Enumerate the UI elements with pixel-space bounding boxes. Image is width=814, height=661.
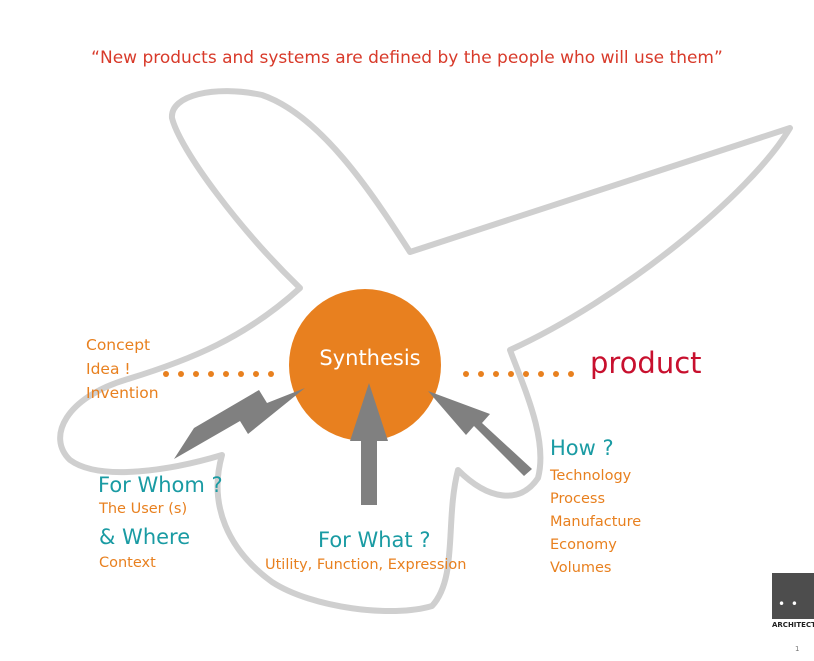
synthesis-label: Synthesis	[319, 346, 421, 370]
right-dotted-line	[463, 371, 574, 377]
input-invention: Invention	[86, 384, 159, 402]
how-item: Process	[550, 491, 606, 507]
left-inputs-list: Concept Idea ! Invention	[86, 333, 159, 405]
for-what-subtitle: Utility, Function, Expression	[265, 557, 467, 573]
for-what-title: For What ?	[318, 528, 431, 552]
input-concept: Concept	[86, 336, 151, 354]
how-item: Technology	[550, 468, 632, 484]
where-subtitle: Context	[99, 555, 156, 571]
page-number: 1	[795, 645, 800, 653]
star-outline	[57, 88, 793, 615]
how-list: Technology Process Manufacture Economy V…	[550, 465, 641, 580]
logo-dots: • •	[778, 597, 799, 611]
arrow-for-whom	[174, 388, 305, 459]
how-title: How ?	[550, 436, 614, 460]
synthesis-circle	[289, 289, 441, 441]
where-title: & Where	[99, 525, 191, 549]
left-dotted-line	[163, 371, 274, 377]
quote-heading: “New products and systems are defined by…	[91, 48, 723, 68]
for-whom-subtitle: The User (s)	[99, 501, 188, 517]
logo-text: ARCHITECT	[772, 621, 814, 629]
for-whom-title: For Whom ?	[98, 473, 223, 497]
how-item: Manufacture	[550, 514, 642, 530]
arrow-for-what	[350, 383, 388, 505]
how-item: Economy	[550, 537, 617, 553]
input-idea: Idea !	[86, 360, 131, 378]
arrow-how	[428, 391, 532, 476]
logo-box	[772, 573, 814, 619]
how-item: Volumes	[550, 560, 612, 576]
product-label: product	[590, 346, 702, 380]
